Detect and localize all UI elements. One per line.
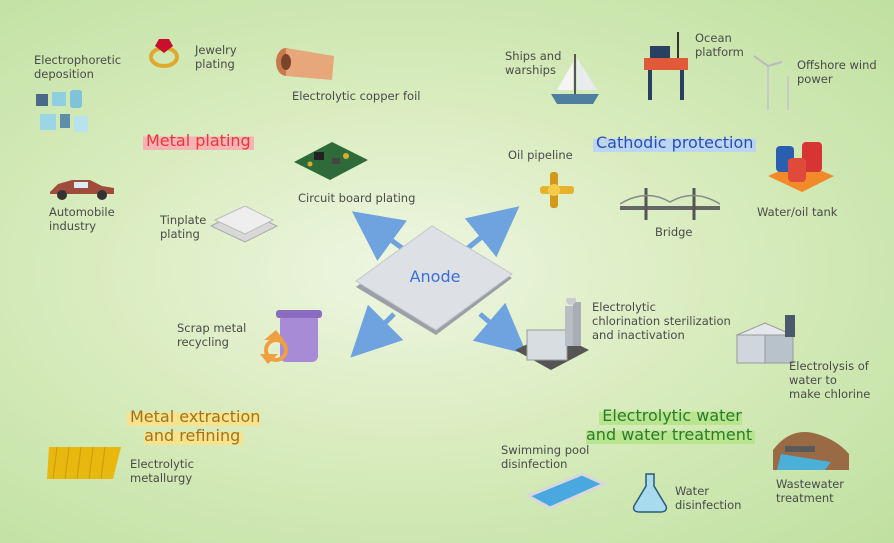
label-offshore-wind: Offshore wind power — [797, 58, 877, 86]
label-electrophoretic: Electrophoretic deposition — [34, 53, 122, 81]
label-automobile: Automobile industry — [49, 205, 115, 233]
circuit-board-icon — [294, 142, 368, 180]
label-ships: Ships and warships — [505, 49, 562, 77]
factory-icon — [515, 298, 589, 370]
label-metallurgy: Electrolytic metallurgy — [130, 457, 194, 485]
arrow-up-left — [351, 211, 407, 261]
label-water-tank: Water/oil tank — [757, 205, 838, 219]
label-copper-foil: Electrolytic copper foil — [292, 89, 421, 103]
label-ocean: Ocean platform — [695, 31, 744, 59]
electrophoretic-icon — [36, 90, 88, 132]
tank-icon — [768, 142, 834, 192]
label-circuit-board: Circuit board plating — [298, 191, 416, 205]
label-chlorine: Electrolysis of water to make chlorine — [789, 359, 871, 401]
recycle-bin-icon — [260, 310, 322, 364]
label-jewelry: Jewelry plating — [195, 43, 237, 71]
pipeline-icon — [540, 172, 574, 208]
label-swimming-pool: Swimming pool disinfection — [501, 443, 590, 471]
heading-metal-plating: Metal plating — [143, 131, 254, 150]
arrow-down-right — [472, 302, 527, 355]
flask-icon — [632, 473, 668, 513]
copper-foil-icon — [276, 48, 334, 80]
label-water-disinfection: Water disinfection — [675, 484, 742, 512]
wastewater-icon — [773, 432, 849, 470]
chlorine-plant-icon — [735, 315, 795, 364]
label-chlorination: Electrolytic chlorination sterilization … — [592, 300, 731, 342]
tinplate-icon — [209, 206, 279, 243]
gold-sheet-icon — [47, 446, 121, 480]
wind-turbine-icon — [753, 55, 789, 110]
arrow-up-right — [464, 206, 520, 258]
oil-platform-icon — [644, 32, 688, 100]
anode-label: Anode — [409, 267, 461, 286]
heading-cathodic-protection: Cathodic protection — [593, 133, 757, 152]
bridge-icon — [620, 188, 720, 220]
ship-icon — [551, 54, 599, 104]
label-bridge: Bridge — [655, 225, 693, 239]
label-tinplate: Tinplate plating — [160, 213, 207, 241]
label-oil-pipeline: Oil pipeline — [508, 148, 573, 162]
arrow-down-left — [350, 304, 404, 358]
ring-icon — [149, 39, 179, 68]
heading-metal-extraction: Metal extraction and refining — [127, 388, 261, 445]
car-icon — [50, 180, 114, 200]
label-scrap-metal: Scrap metal recycling — [177, 321, 247, 349]
label-wastewater: Wastewater treatment — [776, 477, 845, 505]
pool-icon — [526, 472, 606, 510]
heading-water-treatment: Electrolytic water and water treatment — [586, 387, 756, 444]
